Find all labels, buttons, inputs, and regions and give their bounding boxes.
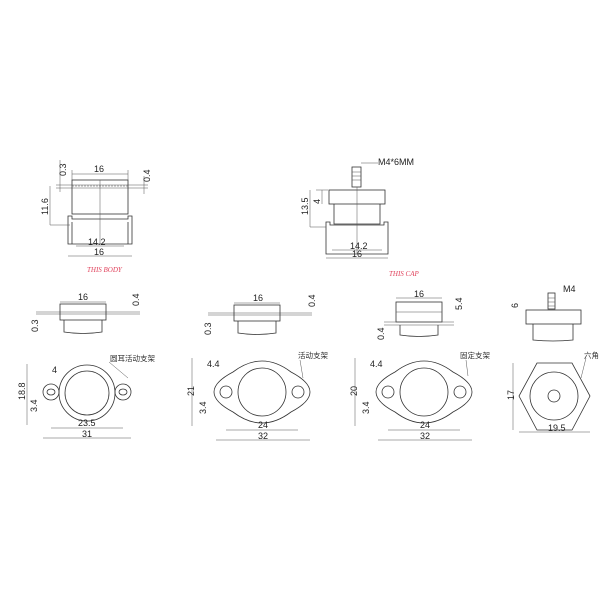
dim-width: 16	[94, 164, 104, 174]
caption-cap: THIS CAP	[389, 270, 419, 278]
variant-1: 16 0.3 0.4 18.8 3.4 4 23.5 31 圆耳活动支架	[17, 292, 155, 439]
variant-3: 16 0.4 5.4 20 3.4 4.4 24 32 固定支架	[349, 289, 490, 441]
v3-h: 20	[349, 386, 359, 396]
v4-thread: M4	[563, 284, 576, 294]
v2-ear: 4.4	[207, 359, 220, 369]
v2-right: 0.4	[307, 294, 317, 307]
variant-2: 16 0.3 0.4 21 3.4 4.4 24 32 活动支架	[186, 293, 328, 441]
v2-pitch: 24	[258, 420, 268, 430]
v2-hole: 3.4	[198, 401, 208, 414]
v1-width: 16	[78, 292, 88, 302]
dim-thread: M4*6MM	[378, 157, 414, 167]
v3-hole: 3.4	[361, 401, 371, 414]
dim-flange: 0.3	[58, 163, 68, 176]
v4-stud: 6	[510, 303, 520, 308]
dim-inner-cap: 14.2	[350, 241, 368, 251]
v1-overall: 31	[82, 429, 92, 439]
v1-h: 18.8	[17, 382, 27, 400]
dim-height: 11.6	[40, 198, 50, 215]
v3-width: 16	[414, 289, 424, 299]
dim-base: 16	[94, 247, 104, 257]
dim-base-cap: 16	[352, 249, 362, 259]
cap-side-view: M4*6MM 4 13.5 14.2 16 THIS CAP	[300, 157, 419, 278]
v4-h: 17	[506, 390, 516, 400]
v2-width: 16	[253, 293, 263, 303]
v3-label: 固定支架	[460, 350, 490, 360]
v2-left: 0.3	[203, 322, 213, 335]
v3-right: 5.4	[454, 297, 464, 310]
dim-cap-h: 4	[312, 199, 322, 204]
v3-left: 0.4	[376, 327, 386, 340]
v2-h: 21	[186, 386, 196, 396]
v2-label: 活动支架	[298, 350, 328, 360]
body-side-view: 16 0.3 0.4 11.6 14.2 16 THIS BODY	[40, 160, 152, 274]
variant-4: M4 6 17 19.5 六角	[506, 284, 599, 433]
v3-ear: 4.4	[370, 359, 383, 369]
v1-hole: 3.4	[29, 399, 39, 412]
caption-body: THIS BODY	[87, 266, 123, 274]
v4-label: 六角	[584, 350, 599, 360]
v1-label: 圆耳活动支架	[110, 353, 155, 363]
v1-left: 0.3	[30, 319, 40, 332]
v1-pitch: 23.5	[78, 418, 96, 428]
v3-pitch: 24	[420, 420, 430, 430]
v1-ear: 4	[52, 365, 57, 375]
v4-w: 19.5	[548, 423, 566, 433]
v2-overall: 32	[258, 431, 268, 441]
dim-inner: 14.2	[88, 237, 106, 247]
dim-height-cap: 13.5	[300, 197, 310, 215]
v1-right: 0.4	[131, 293, 141, 306]
v3-overall: 32	[420, 431, 430, 441]
dim-right: 0.4	[142, 169, 152, 182]
